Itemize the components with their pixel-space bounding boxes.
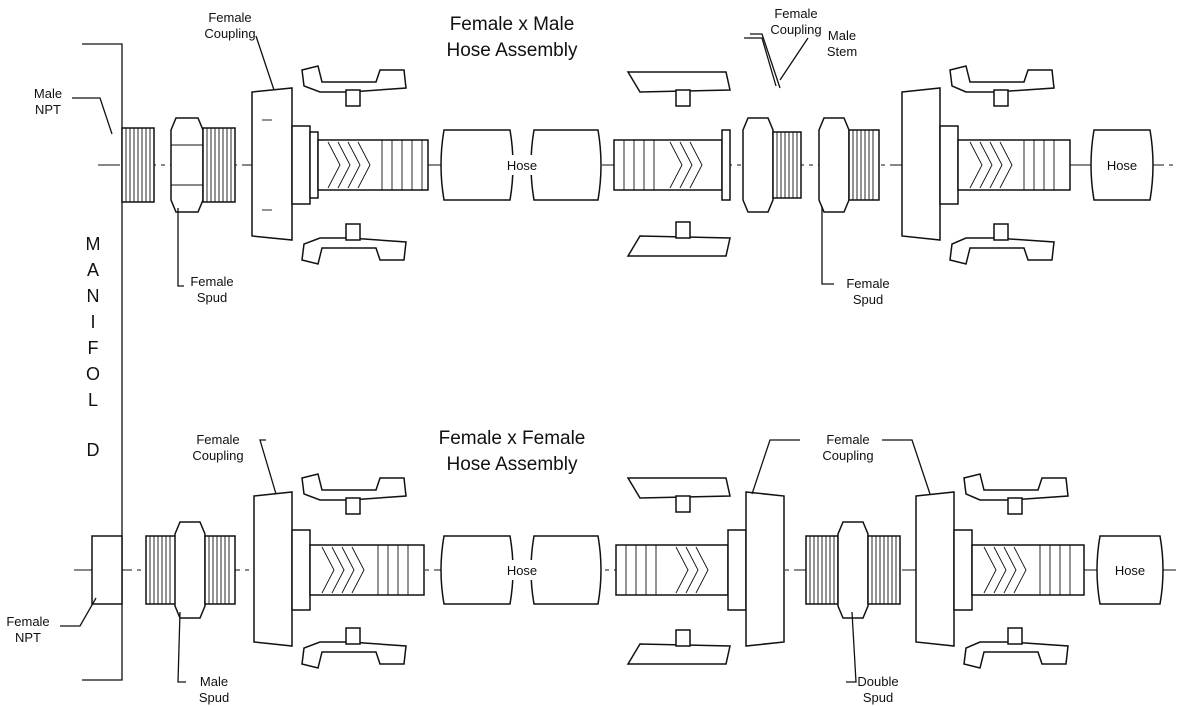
male-spud-part [145, 521, 236, 619]
hose-label: Hose [1107, 158, 1137, 173]
label-male-stem: Male Stem [827, 28, 857, 59]
manifold-letter: M [86, 234, 101, 254]
label-female-spud: Female Spud [190, 274, 233, 305]
manifold-letter: D [87, 440, 100, 460]
hose-label: Hose [1115, 563, 1145, 578]
female-coupling-part [253, 473, 425, 669]
label-line: Female [6, 614, 49, 629]
female-coupling-part [251, 65, 407, 265]
assembly-title-top: Female x Male Hose Assembly [447, 14, 578, 61]
label-line: Spud [863, 690, 893, 705]
label-female-spud: Female Spud [846, 276, 889, 307]
leader-lines [60, 33, 931, 683]
female-npt-part [91, 535, 123, 605]
hose-stem-barb [317, 139, 429, 191]
hose-label-group: Hose Hose Hose Hose [503, 155, 1149, 580]
label-line: NPT [35, 102, 61, 117]
label-line: Coupling [770, 22, 821, 37]
label-line: Coupling [192, 448, 243, 463]
manifold-letter: I [90, 312, 95, 332]
female-coupling-part [615, 477, 785, 665]
label-line: Spud [853, 292, 883, 307]
assembly-title-bottom: Female x Female Hose Assembly [439, 428, 586, 475]
label-line: Male [828, 28, 856, 43]
label-line: Female [208, 10, 251, 25]
assembly-title-line: Female x Female [439, 428, 586, 449]
label-line: Female [196, 432, 239, 447]
male-npt-part [121, 127, 155, 203]
label-male-npt: Male NPT [34, 86, 62, 117]
label-female-coupling: Female Coupling [192, 432, 243, 463]
label-line: Male [200, 674, 228, 689]
double-spud-part [805, 521, 901, 619]
manifold-letter: L [88, 390, 98, 410]
manifold-letter: O [86, 364, 100, 384]
assembly-title-line: Hose Assembly [447, 454, 578, 475]
female-coupling-part [915, 473, 1085, 669]
assembly-title-line: Hose Assembly [447, 40, 578, 61]
label-line: Male [34, 86, 62, 101]
label-line: Female [846, 276, 889, 291]
female-spud-part [170, 117, 236, 213]
hose-section [440, 535, 602, 605]
label-female-npt: Female NPT [6, 614, 49, 645]
label-line: Spud [197, 290, 227, 305]
manifold-bracket [82, 43, 123, 681]
female-coupling-part [901, 65, 1071, 265]
manifold-label: M A N I F O L D [86, 234, 101, 460]
hose-section [440, 129, 602, 201]
manifold-letter: F [88, 338, 99, 358]
hose-label: Hose [507, 158, 537, 173]
label-double-spud: Double Spud [857, 674, 898, 705]
label-female-coupling: Female Coupling [822, 432, 873, 463]
label-line: Female [774, 6, 817, 21]
label-female-coupling: Female Coupling [770, 6, 821, 37]
label-line: Female [190, 274, 233, 289]
label-line: Stem [827, 44, 857, 59]
male-stem-part [613, 71, 802, 257]
label-line: Coupling [822, 448, 873, 463]
label-line: NPT [15, 630, 41, 645]
hose-label: Hose [507, 563, 537, 578]
label-line: Double [857, 674, 898, 689]
label-female-coupling: Female Coupling [204, 10, 255, 41]
label-line: Female [826, 432, 869, 447]
female-spud-part [818, 117, 880, 213]
manifold-letter: A [87, 260, 99, 280]
label-line: Coupling [204, 26, 255, 41]
label-line: Spud [199, 690, 229, 705]
manifold-letter: N [87, 286, 100, 306]
label-male-spud: Male Spud [199, 674, 229, 705]
assembly-title-line: Female x Male [450, 14, 575, 35]
